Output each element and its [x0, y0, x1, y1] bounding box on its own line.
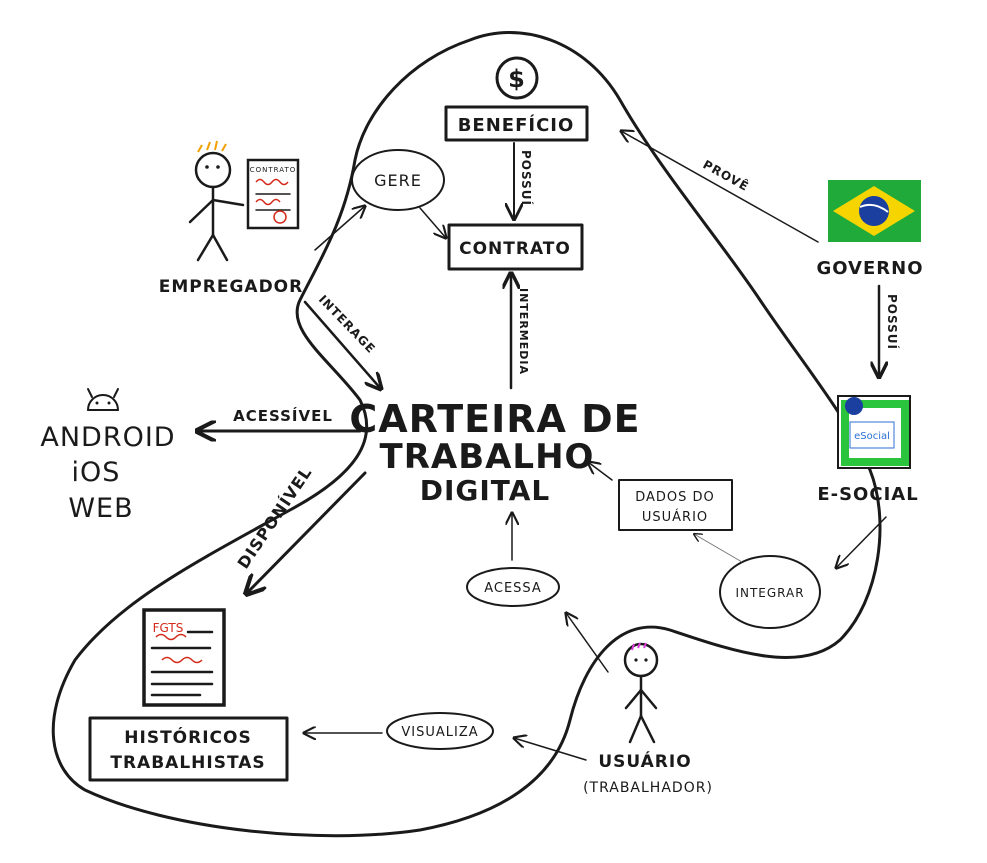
acessa-ellipse [466, 567, 560, 607]
trabalhador-label: (TRABALHADOR) [583, 780, 713, 796]
user-stick-figure-icon [623, 642, 659, 744]
svg-text:CONTRATO: CONTRATO [250, 166, 297, 174]
usuario-to-acessa-arrow [566, 613, 609, 673]
dados-to-central-arrow [588, 462, 613, 481]
possui-label-2: POSSUÍ [885, 294, 900, 350]
interage-arrow [303, 300, 381, 389]
usuario-to-visualiza-arrow [514, 738, 587, 761]
acessivel-label: ACESSÍVEL [233, 406, 333, 425]
employer-stick-figure-icon [188, 140, 245, 262]
integrar-to-dados-arrow [694, 534, 743, 563]
central-title-line1: CARTEIRA DE [349, 397, 640, 441]
disponivel-arrow [246, 471, 367, 594]
integrar-ellipse [719, 555, 821, 629]
boundary-loop [51, 31, 882, 838]
usuario-label: USUÁRIO [598, 750, 691, 772]
brazil-flag-icon [828, 180, 921, 242]
integrar-label: INTEGRAR [735, 586, 804, 600]
visualiza-label: VISUALIZA [401, 725, 478, 740]
platform-ios-label: iOS [72, 457, 121, 488]
central-title-line3: DIGITAL [420, 474, 551, 507]
prove-label: PROVÊ [701, 157, 752, 195]
svg-text:FGTS: FGTS [153, 621, 184, 635]
esocial-to-integrar-arrow [836, 516, 887, 568]
acessa-label: ACESSA [484, 581, 542, 596]
svg-text:$: $ [508, 65, 526, 93]
contract-document-icon: CONTRATO [246, 158, 300, 230]
gere-ellipse [351, 149, 445, 211]
visualiza-ellipse [386, 712, 494, 750]
historicos-label-line2: TRABALHISTAS [110, 753, 265, 773]
dados-label-line1: DADOS DO [635, 490, 715, 505]
prove-arrow [621, 131, 819, 243]
beneficio-box [444, 105, 589, 142]
contrato-label: CONTRATO [459, 239, 571, 259]
contrato-box [447, 223, 584, 271]
esocial-label: E-SOCIAL [817, 484, 918, 505]
governo-label: GOVERNO [816, 258, 923, 279]
central-title-line2: TRABALHO [380, 437, 595, 477]
esocial-logo-icon: eSocial [837, 395, 911, 469]
intermedia-label: INTERMEDIA [517, 288, 530, 375]
fgts-document-icon: FGTS [142, 608, 226, 707]
beneficio-label: BENEFÍCIO [458, 114, 575, 136]
dollar-coin-icon: $ [495, 56, 539, 100]
android-robot-icon [87, 388, 119, 411]
dados-usuario-box [618, 479, 733, 531]
gere-to-contrato-arrow [419, 207, 446, 238]
historicos-box [88, 716, 289, 782]
platform-web-label: WEB [68, 493, 133, 524]
platform-android-label: ANDROID [40, 422, 175, 453]
gere-label: GERE [374, 171, 422, 190]
svg-text:eSocial: eSocial [854, 431, 890, 442]
empregador-label: EMPREGADOR [159, 277, 303, 297]
empregador-to-gere-arrow [314, 206, 365, 251]
disponivel-label: DISPONÍVEL [234, 463, 316, 572]
dados-label-line2: USUÁRIO [642, 509, 708, 525]
historicos-label-line1: HISTÓRICOS [124, 726, 251, 748]
possui-label-1: POSSUÍ [519, 150, 534, 206]
